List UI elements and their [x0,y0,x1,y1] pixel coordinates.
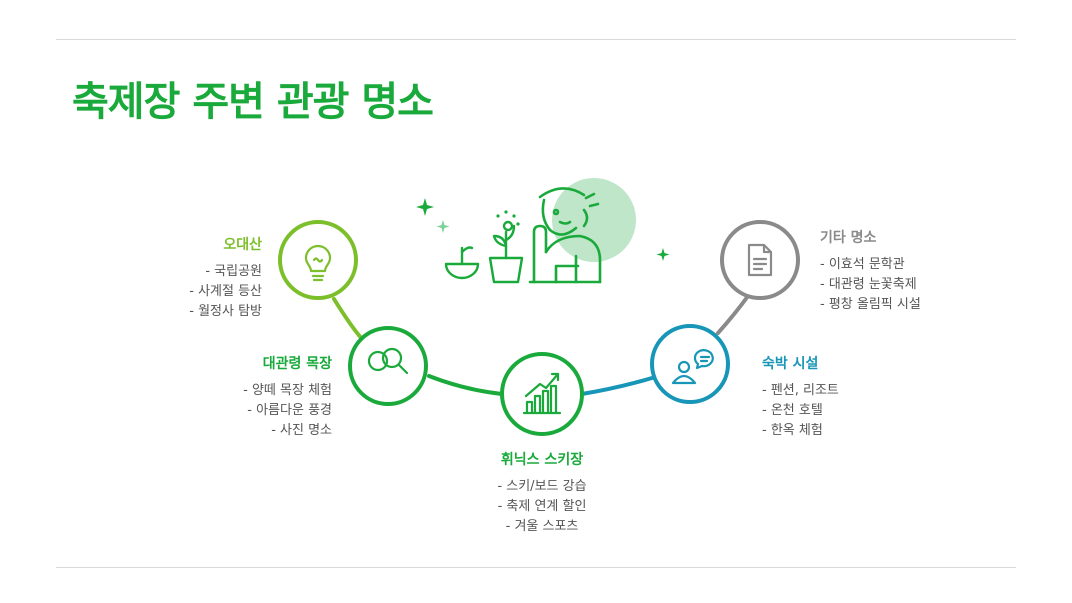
list-item: 온천 호텔 [762,401,839,421]
node-label: 숙박 시설 [762,356,819,372]
node-label: 기타 명소 [820,230,877,246]
node-lodging [650,324,730,404]
list-item: 펜션, 리조트 [762,381,839,401]
sparkle-icon [436,220,450,233]
list-item: 사계절 등산 [189,282,262,302]
list-item: 이효석 문학관 [820,255,921,275]
item-list: 국립공원 사계절 등산 월정사 탐방 [189,262,262,322]
bottom-divider [56,567,1016,568]
list-item: 축제 연계 할인 [442,497,642,517]
item-list: 양떼 목장 체험 아름다운 풍경 사진 명소 [243,381,332,441]
magnifier-icon [367,347,409,375]
illustration [416,178,670,284]
node-phoenix [500,352,584,436]
text-daegwallyeong: 대관령 목장 양떼 목장 체험 아름다운 풍경 사진 명소 [243,357,332,441]
lightbulb-icon [304,244,332,282]
item-list: 스키/보드 강습 축제 연계 할인 겨울 스포츠 [442,477,642,537]
plant-pot-icon [488,220,524,284]
sparkle-dots-icon [496,210,520,226]
node-label: 오대산 [223,237,262,253]
top-divider [56,39,1016,40]
node-others [720,220,800,300]
node-odaesan [278,220,358,300]
thinking-person-icon [528,187,602,284]
list-item: 한옥 체험 [762,421,839,441]
list-item: 국립공원 [189,262,262,282]
text-lodging: 숙박 시설 펜션, 리조트 온천 호텔 한옥 체험 [762,357,839,441]
list-item: 월정사 탐방 [189,302,262,322]
list-item: 평창 올림픽 시설 [820,295,921,315]
text-odaesan: 오대산 국립공원 사계절 등산 월정사 탐방 [189,238,262,322]
text-phoenix: 휘닉스 스키장 스키/보드 강습 축제 연계 할인 겨울 스포츠 [442,453,642,537]
item-list: 펜션, 리조트 온천 호텔 한옥 체험 [762,381,839,441]
node-label: 휘닉스 스키장 [500,452,584,468]
list-item: 사진 명소 [243,421,332,441]
document-icon [747,243,773,277]
item-list: 이효석 문학관 대관령 눈꽃축제 평창 올림픽 시설 [820,255,921,315]
chart-growth-icon [522,372,562,415]
list-item: 겨울 스포츠 [442,517,642,537]
node-daegwallyeong [348,326,428,406]
page-title: 축제장 주변 관광 명소 [72,79,434,125]
list-item: 아름다운 풍경 [243,401,332,421]
list-item: 양떼 목장 체험 [243,381,332,401]
text-others: 기타 명소 이효석 문학관 대관령 눈꽃축제 평창 올림픽 시설 [820,231,921,315]
chat-person-icon [671,349,714,385]
list-item: 스키/보드 강습 [442,477,642,497]
sparkle-icon [416,198,670,261]
list-item: 대관령 눈꽃축제 [820,275,921,295]
node-label: 대관령 목장 [262,356,332,372]
sprout-bowl-icon [444,246,480,280]
